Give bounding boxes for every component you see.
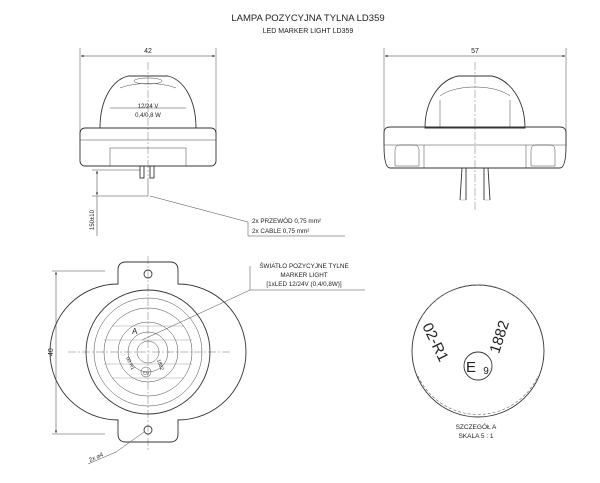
e-mark-number: 9 — [483, 366, 489, 377]
light-spec-pl: ŚWIATŁO POZYCYJNE TYLNE — [259, 261, 348, 270]
e-mark-letter: E — [466, 359, 476, 376]
voltage-marking: 12/24 V — [138, 104, 159, 110]
plan-e-mark: E9 — [143, 371, 149, 376]
mounting-hole-bottom — [143, 425, 153, 435]
side-base — [383, 126, 567, 169]
detail-marker: A — [132, 327, 138, 336]
cable-callout: 2x PRZEWÓD 0,75 mm² 2x CABLE 0,75 mm² — [149, 195, 345, 237]
mounting-flange — [49, 261, 247, 443]
plan-approval-number: 1882 — [155, 359, 165, 372]
light-callout: ŚWIATŁO POZYCYJNE TYLNE MARKER LIGHT [1x… — [141, 261, 365, 341]
light-spec-led: [1xLED 12/24V (0,4/0,8W)] — [266, 281, 341, 288]
drawing-subtitle: LED MARKER LIGHT LD359 — [263, 28, 354, 35]
lamp-dome — [99, 75, 197, 129]
side-view: 57 — [383, 48, 567, 210]
cable-spec-pl: 2x PRZEWÓD 0,75 mm² — [252, 216, 321, 225]
mounting-hole-top — [143, 269, 153, 279]
front-width-dimension: 42 — [144, 48, 152, 55]
hole-dimension: 2x ⌀4 — [88, 452, 105, 464]
front-view: 42 12/24 V 0,4/0,8 W 150±10 — [79, 48, 217, 236]
side-width-dimension: 57 — [471, 48, 479, 55]
detail-a-view: 02-R1 E 9 1882 SZCZEGÓŁ A SKALA 5 : 1 — [411, 284, 545, 440]
plan-height-dimension: 40 — [48, 348, 55, 356]
power-marking: 0,4/0,8 W — [135, 113, 161, 119]
detail-label: SZCZEGÓŁ A — [456, 422, 497, 431]
e-mark-circle — [463, 351, 493, 381]
side-dome — [424, 75, 526, 129]
plan-view: 40 A E9 02-R1 1882 2x ⌀4 — [48, 256, 247, 465]
drawing-title: LAMPA POZYCYJNA TYLNA LD359 — [231, 13, 384, 24]
light-spec-en: MARKER LIGHT — [280, 272, 327, 279]
detail-scale: SKALA 5 : 1 — [458, 433, 493, 440]
plan-approval-code: 02-R1 — [124, 356, 135, 371]
approval-code: 02-R1 — [418, 320, 451, 364]
approval-number: 1882 — [487, 318, 513, 355]
cable-length-dimension: 150±10 — [90, 209, 96, 230]
cable-spec-en: 2x CABLE 0,75 mm² — [252, 228, 309, 235]
